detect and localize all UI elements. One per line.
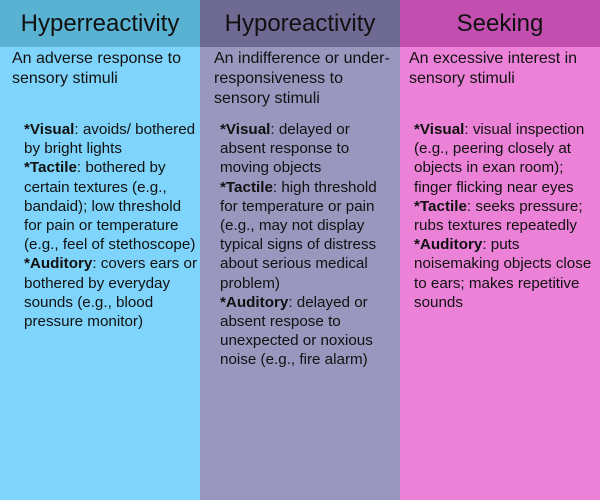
sense-label: *Auditory (414, 236, 483, 254)
column-definition: An adverse response to sensory stimuli (12, 50, 181, 87)
sense-label: *Visual (24, 121, 75, 138)
sense-description: : avoids/ bothered by bright lights (24, 121, 196, 158)
sense-label: *Auditory (24, 255, 93, 273)
list-item-auditory: *Auditory: covers ears or bothered by ev… (24, 254, 198, 331)
sense-label: *Visual (414, 121, 465, 138)
list-item-tactile: *Tactile: seeks pressure; rubs textures … (414, 197, 598, 235)
sense-label: *Auditory (220, 293, 289, 311)
sense-label: *Visual (220, 121, 271, 138)
list-item-visual: *Visual: delayed or absent response to m… (220, 120, 398, 178)
sense-description: : seeks pressure; rubs textures repeated… (414, 197, 583, 235)
list-item-tactile: *Tactile: bothered by certain textures (… (24, 158, 198, 254)
list-item-auditory: *Auditory: puts noisemaking objects clos… (414, 235, 598, 312)
examples-list: *Visual: avoids/ bothered by bright ligh… (24, 120, 198, 331)
column-title: Hyporeactivity (224, 9, 376, 37)
column-hyperreactivity: Hyperreactivity An adverse response to s… (0, 0, 200, 500)
column-title: Hyperreactivity (20, 9, 180, 37)
sense-description: : delayed or absent response to moving o… (220, 121, 350, 177)
sense-description: : bothered by certain textures (e.g., ba… (24, 159, 196, 254)
list-item-auditory: *Auditory: delayed or absent respose to … (220, 293, 398, 370)
sense-description: : visual inspection (e.g., peering close… (414, 121, 585, 196)
examples-list: *Visual: delayed or absent response to m… (220, 120, 398, 370)
column-definition: An indifference or under-responsiveness … (214, 50, 390, 107)
column-title: Seeking (456, 9, 544, 37)
column-header: Hyperreactivity (0, 0, 200, 47)
sense-description: : delayed or absent respose to unexpecte… (220, 293, 373, 369)
column-header: Seeking (400, 0, 600, 47)
sense-label: *Tactile (24, 159, 77, 177)
sense-description: : covers ears or bothered by everyday so… (24, 255, 198, 331)
sense-description: : high threshold for temperature or pain… (220, 178, 377, 292)
examples-list: *Visual: visual inspection (e.g., peerin… (414, 120, 598, 312)
list-item-visual: *Visual: avoids/ bothered by bright ligh… (24, 120, 198, 158)
list-item-visual: *Visual: visual inspection (e.g., peerin… (414, 120, 598, 197)
column-definition: An excessive interest in sensory stimuli (409, 50, 578, 87)
sense-label: *Tactile (220, 178, 273, 196)
column-hyporeactivity: Hyporeactivity An indifference or under-… (200, 0, 400, 500)
sense-label: *Tactile (414, 197, 467, 215)
sense-description: : puts noisemaking objects close to ears… (414, 236, 592, 311)
column-seeking: Seeking An excessive interest in sensory… (400, 0, 600, 500)
column-header: Hyporeactivity (200, 0, 400, 47)
list-item-tactile: *Tactile: high threshold for temperature… (220, 178, 398, 293)
